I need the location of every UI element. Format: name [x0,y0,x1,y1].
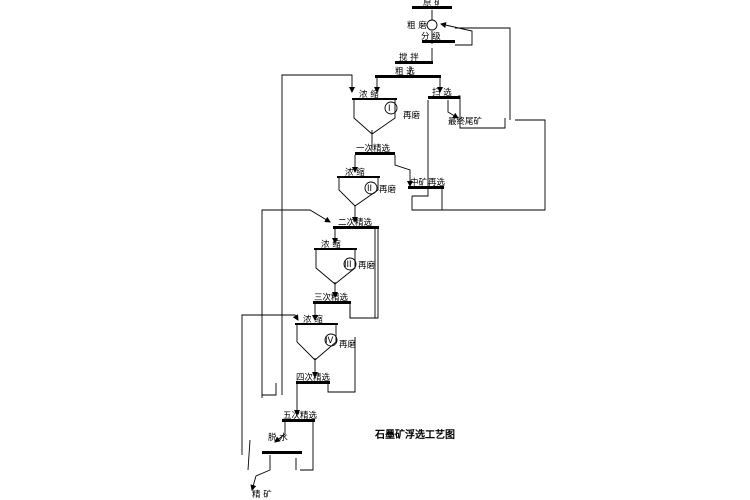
cleaner-5-cell-bar [282,419,315,422]
agitator-bar [395,61,433,64]
dewater-bar [262,451,302,454]
classifier-bar [422,40,455,43]
thickener-2 [337,176,380,207]
cleaner-3-label: 三次精选 [314,292,349,303]
regrind-3-num: III [344,260,352,270]
regrind-2-label: 再磨 [379,184,397,195]
regrind-2-num: II [367,184,372,194]
regrind-1-icon [384,101,398,115]
coarse-grind-label: 粗 磨 [407,20,427,31]
labels: 原 矿 粗 磨 分 级 搅 拌 粗 选 浓 缩 I 再磨 扫 选 最终尾矿 一次… [252,0,483,500]
cleaner-4-label: 四次精选 [296,372,331,383]
thickener-4 [295,323,338,361]
regrind-1-num: I [388,104,391,114]
thicken-3-label: 浓 缩 [321,239,341,250]
raw-ore-label: 原 矿 [423,0,443,8]
cleaner-4-cell-bar [296,381,330,384]
middlings-rescavenge-label: 再选 [428,177,446,188]
coarse-grinder-icon [426,19,438,31]
regrind-3-icon [343,257,357,271]
middlings-cell-bar [408,186,444,189]
regrind-4-icon [324,333,338,347]
regrind-3-label: 再磨 [358,260,376,271]
rougher-label: 粗 选 [395,66,415,77]
cleaner-1-label: 一次精选 [356,143,391,154]
concentrate-label: 精 矿 [252,489,272,500]
scavenger-label: 扫 选 [432,87,452,98]
cleaner-2-cell-bar [333,226,379,229]
regrind-2-icon [364,181,378,195]
equipment [262,6,460,454]
rougher-cell-bar [375,75,441,78]
final-tailings-label: 最终尾矿 [448,116,483,127]
raw-ore-bar [412,6,452,9]
thickener-1 [352,98,398,135]
regrind-4-num: IV [325,336,334,346]
cleaner-3-cell-bar [313,301,351,304]
diagram-title: 石墨矿浮选工艺图 [374,428,455,441]
thicken-1-label: 浓 缩 [359,89,379,100]
dewater-label: 脱 水 [268,432,288,443]
thicken-2-label: 浓 缩 [345,167,365,178]
regrind-1-label: 再磨 [403,110,421,121]
cleaner-2-label: 二次精选 [338,217,373,228]
regrind-4-label: 再磨 [339,339,357,350]
middlings-label: 中矿 [410,177,428,188]
agitate-label: 搅 拌 [399,52,419,63]
thicken-4-label: 浓 缩 [303,314,323,325]
cleaner-1-cell-bar [355,152,395,155]
thickener-3 [314,248,357,285]
cleaner-5-label: 五次精选 [283,410,318,421]
classify-label: 分 级 [421,31,441,42]
scavenger-cell-bar [428,96,460,99]
